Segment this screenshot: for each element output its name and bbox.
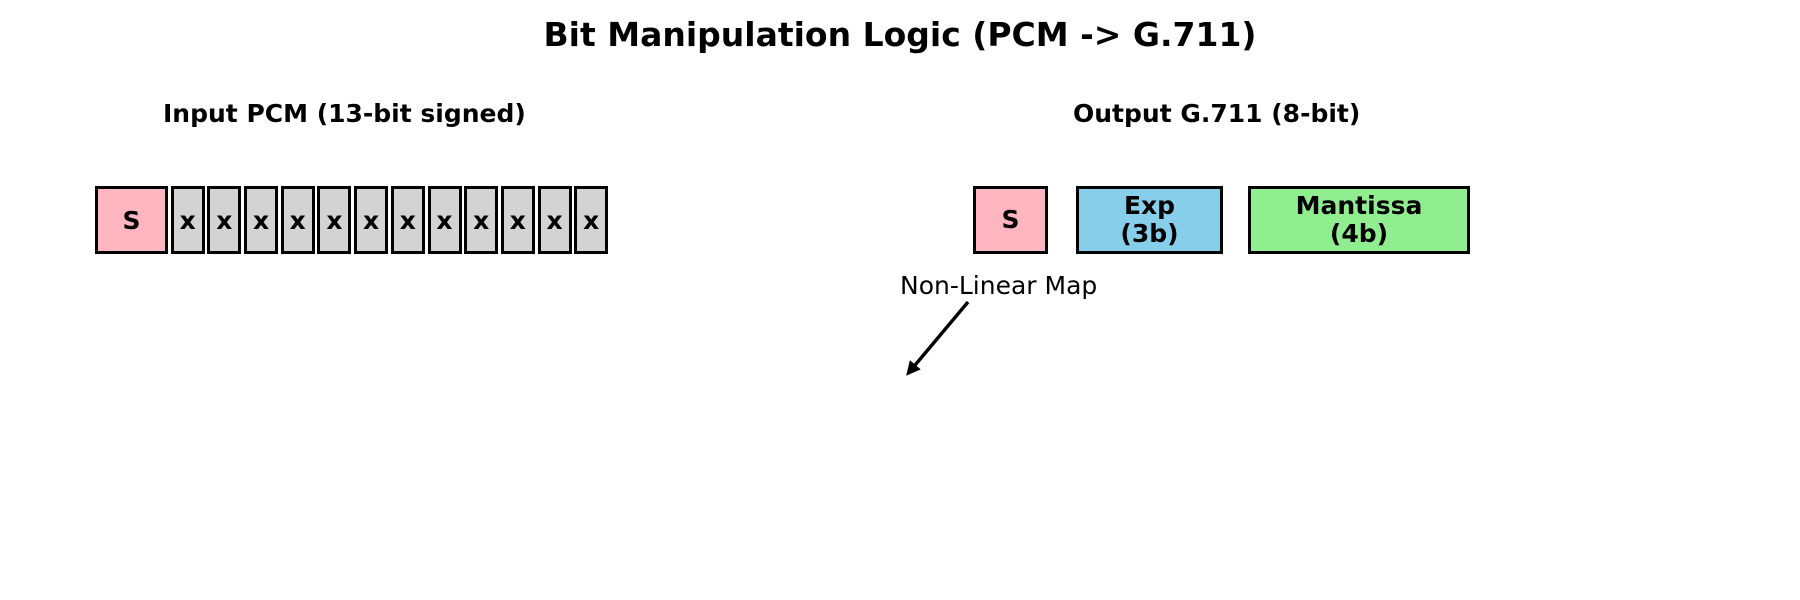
output-section-label: Output G.711 (8-bit) [1073, 99, 1361, 128]
input-data-bit: x [170, 186, 205, 254]
input-data-bit: x [317, 186, 352, 254]
output-field-label: S [1001, 205, 1020, 234]
input-data-bit: x [280, 186, 315, 254]
input-sign-bit: S [95, 186, 168, 254]
input-section-label: Input PCM (13-bit signed) [163, 99, 526, 128]
input-data-bit: x [464, 186, 499, 254]
output-field-label: (4b) [1329, 219, 1389, 248]
output-field-label: Exp [1123, 191, 1176, 220]
input-data-bit: x [244, 186, 279, 254]
input-data-bit: x [537, 186, 572, 254]
input-data-bit: x [500, 186, 535, 254]
output-field-exponent: Exp(3b) [1076, 186, 1223, 254]
non-linear-map-label: Non-Linear Map [900, 271, 1098, 300]
input-data-bit: x [427, 186, 462, 254]
output-field-label: (3b) [1120, 219, 1179, 248]
output-field-label: Mantissa [1295, 191, 1423, 220]
input-data-bit: x [390, 186, 425, 254]
output-field-mantissa: Mantissa(4b) [1248, 186, 1470, 254]
input-data-bit: x [574, 186, 609, 254]
figure-title: Bit Manipulation Logic (PCM -> G.711) [543, 15, 1257, 54]
output-field-sign: S [973, 186, 1048, 254]
input-data-bit: x [207, 186, 242, 254]
input-data-bit: x [354, 186, 389, 254]
non-linear-map-arrow [906, 300, 970, 376]
